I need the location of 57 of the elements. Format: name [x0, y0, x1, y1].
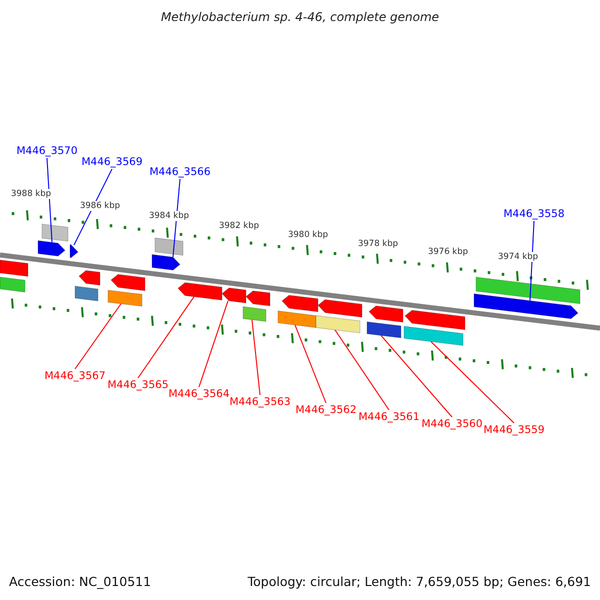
scale-label: 3974 kbp — [496, 252, 540, 262]
gene-label: M446_3566 — [149, 166, 211, 178]
leader-line — [74, 303, 122, 370]
gene-label: M446_3558 — [503, 208, 565, 220]
chart-title: Methylobacterium sp. 4-46, complete genome — [160, 10, 440, 24]
gene-feature — [154, 238, 184, 256]
gene-feature — [246, 290, 270, 306]
gene-feature — [110, 274, 146, 292]
gene-label: M446_3561 — [358, 411, 420, 423]
scale-label: 3988 kbp — [10, 189, 52, 199]
gene-feature — [316, 315, 360, 334]
scale-label: 3986 kbp — [78, 201, 122, 211]
leader-line — [46, 158, 52, 243]
gene-feature — [368, 306, 404, 323]
gene-feature — [0, 260, 28, 277]
gene-feature — [476, 276, 580, 304]
leader-line — [172, 178, 180, 258]
gene-label: M446_3562 — [295, 404, 357, 416]
gene-label: M446_3569 — [81, 156, 143, 168]
footer-text: Topology: circular; Length: 7,659,055 bp; Genes: 6,691 — [248, 574, 591, 589]
gene-feature — [0, 276, 26, 292]
gene-feature — [278, 310, 316, 328]
gene-feature — [70, 244, 78, 258]
gene-feature — [282, 294, 318, 312]
scale-label: 3976 kbp — [426, 247, 470, 257]
scale-label: 3980 kbp — [286, 230, 330, 240]
gene-feature — [42, 224, 68, 242]
gene-feature — [74, 286, 98, 302]
gene-label: M446_3564 — [168, 388, 230, 400]
gene-feature — [108, 290, 142, 307]
footer-text: Accession: NC_010511 — [9, 574, 152, 589]
gene-feature — [474, 293, 578, 320]
leader-line — [530, 220, 534, 302]
scale-label: 3984 kbp — [148, 211, 190, 221]
leader-line — [294, 324, 326, 404]
leader-line — [74, 168, 112, 246]
leader-line — [198, 300, 228, 388]
leader-line — [430, 341, 514, 424]
leader-line — [138, 296, 194, 378]
gene-label: M446_3560 — [421, 418, 483, 430]
gene-feature — [366, 321, 402, 338]
gene-label: M446_3559 — [483, 424, 545, 436]
gene-label: M446_3563 — [229, 396, 291, 408]
gene-feature — [404, 326, 464, 346]
gene-feature — [242, 306, 266, 322]
leader-line — [252, 319, 260, 396]
gene-feature — [78, 270, 100, 286]
gene-feature — [222, 288, 246, 304]
scale-label: 3978 kbp — [356, 239, 400, 249]
gene-label: M446_3565 — [107, 379, 169, 391]
scale-label: 3982 kbp — [218, 221, 260, 231]
gene-label: M446_3570 — [16, 145, 78, 157]
leader-line — [380, 334, 452, 418]
gene-feature — [318, 299, 362, 318]
gene-feature — [38, 240, 66, 256]
gene-label: M446_3567 — [44, 370, 106, 382]
gene-feature — [152, 254, 180, 270]
